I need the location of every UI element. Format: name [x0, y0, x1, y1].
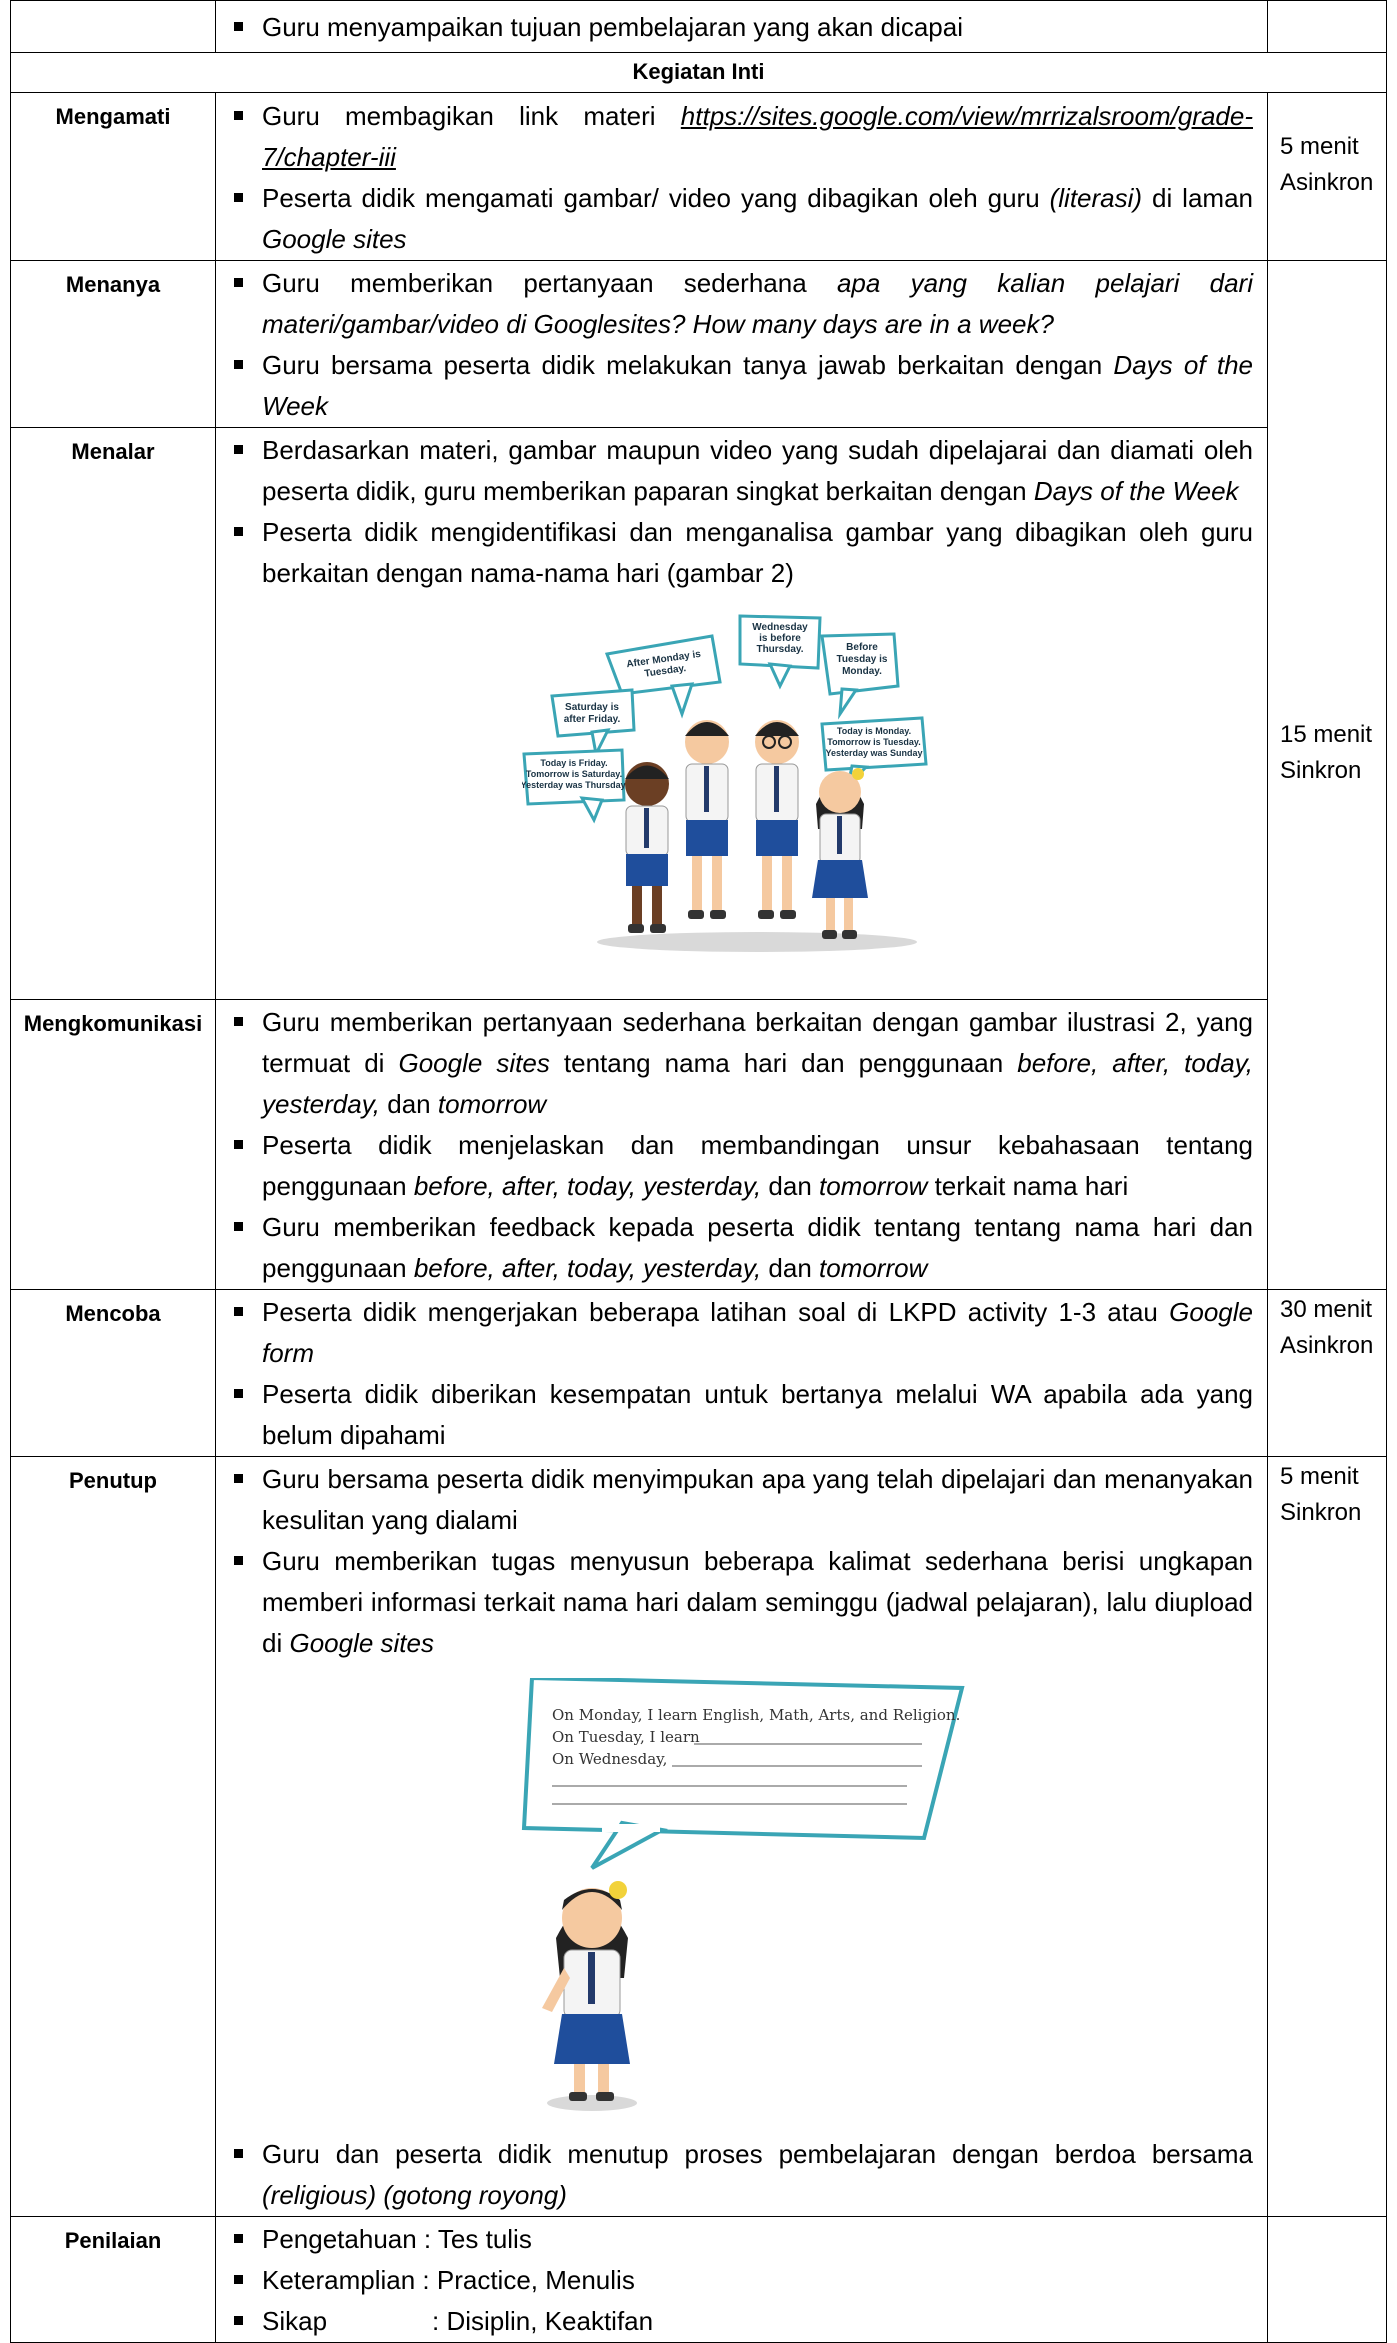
row-menalar: Menalar Berdasarkan materi, gambar maupu…	[10, 427, 1387, 1000]
row-mengamati: Mengamati Guru membagikan link materi ht…	[10, 92, 1387, 261]
student-3	[754, 720, 799, 919]
row-penutup: Penutup Guru bersama peserta didik menyi…	[10, 1456, 1387, 2217]
student-4	[811, 768, 868, 939]
content-mengkomunikasi: Guru memberikan pertanyaan sederhana ber…	[215, 999, 1268, 1290]
time-sinkron: 15 menit Sinkron	[1267, 260, 1387, 1290]
penutup-item-3: Guru dan peserta didik menutup proses pe…	[230, 2134, 1253, 2216]
girl-student	[541, 1881, 630, 2101]
phase-label-mengamati: Mengamati	[10, 92, 216, 261]
content-mengamati: Guru membagikan link materi https://site…	[215, 92, 1268, 261]
bubble-today-friday: Today is Friday.Tomorrow is Saturday.Yes…	[522, 748, 627, 824]
row-penilaian: Penilaian Pengetahuan : Tes tulis Ketera…	[10, 2216, 1387, 2343]
activity-table: Guru menyampaikan tujuan pembelajaran ya…	[10, 0, 1387, 2343]
menanya-item-2: Guru bersama peserta didik melakukan tan…	[230, 345, 1253, 427]
note-line-2: On Tuesday, I learn	[552, 1728, 700, 1746]
schedule-note-bubble: On Monday, I learn English, Math, Arts, …	[521, 1678, 965, 1870]
penilaian-item-2: Keteramplian : Practice, Menulis	[230, 2260, 1253, 2301]
time-penutup: 5 menit Sinkron	[1267, 1456, 1387, 2217]
materi-link[interactable]: https://sites.google.com/view/mrrizalsro…	[262, 101, 1253, 172]
time-penilaian	[1267, 2216, 1387, 2343]
mengamati-item-1: Guru membagikan link materi https://site…	[230, 96, 1253, 178]
intro-content-cell: Guru menyampaikan tujuan pembelajaran ya…	[215, 0, 1268, 53]
phase-label-penutup: Penutup	[10, 1456, 216, 2217]
menalar-item-2: Peserta didik mengidentifikasi dan menga…	[230, 512, 1253, 594]
menalar-item-1: Berdasarkan materi, gambar maupun video …	[230, 430, 1253, 512]
lesson-plan-document: Guru menyampaikan tujuan pembelajaran ya…	[10, 0, 1387, 2343]
note-line-3: On Wednesday,	[552, 1750, 667, 1768]
mengkomunikasi-item-1: Guru memberikan pertanyaan sederhana ber…	[230, 1002, 1253, 1125]
svg-text:Today is Friday.Tomorrow is Sa: Today is Friday.Tomorrow is Saturday.Yes…	[522, 758, 627, 790]
row-mencoba: Mencoba Peserta didik mengerjakan bebera…	[10, 1289, 1387, 1457]
penilaian-item-1: Pengetahuan : Tes tulis	[230, 2219, 1253, 2260]
girl-with-note-illustration: On Monday, I learn English, Math, Arts, …	[521, 1678, 965, 2111]
content-penutup: Guru bersama peserta didik menyimpukan a…	[215, 1456, 1268, 2217]
mengkomunikasi-item-2: Peserta didik menjelaskan dan membanding…	[230, 1125, 1253, 1207]
phase-label-menanya: Menanya	[10, 260, 216, 428]
phase-label-mencoba: Mencoba	[10, 1289, 216, 1457]
intro-phase-cell	[10, 0, 216, 53]
student-2	[684, 720, 729, 919]
student-1	[624, 762, 669, 933]
note-line-1: On Monday, I learn English, Math, Arts, …	[552, 1706, 960, 1724]
intro-time-cell	[1267, 0, 1387, 53]
menanya-item-1: Guru memberikan pertanyaan sederhana apa…	[230, 263, 1253, 345]
content-penilaian: Pengetahuan : Tes tulis Keteramplian : P…	[215, 2216, 1268, 2343]
svg-text:Today is Monday.Tomorrow is Tu: Today is Monday.Tomorrow is Tuesday.Yest…	[825, 726, 922, 758]
row-menanya: Menanya Guru memberikan pertanyaan seder…	[10, 260, 1387, 1290]
row-mengkomunikasi: Mengkomunikasi Guru memberikan pertanyaa…	[10, 999, 1387, 1290]
penutup-item-2: Guru memberikan tugas menyusun beberapa …	[230, 1541, 1253, 1664]
mengkomunikasi-item-3: Guru memberikan feedback kepada peserta …	[230, 1207, 1253, 1289]
mencoba-item-2: Peserta didik diberikan kesempatan untuk…	[230, 1374, 1253, 1456]
intro-item: Guru menyampaikan tujuan pembelajaran ya…	[230, 7, 1253, 48]
content-menanya: Guru memberikan pertanyaan sederhana apa…	[215, 260, 1268, 428]
intro-row: Guru menyampaikan tujuan pembelajaran ya…	[10, 0, 1387, 53]
mencoba-item-1: Peserta didik mengerjakan beberapa latih…	[230, 1292, 1253, 1374]
bubble-after-monday: After Monday isTuesday.	[604, 634, 722, 719]
phase-label-penilaian: Penilaian	[10, 2216, 216, 2343]
content-menalar: Berdasarkan materi, gambar maupun video …	[215, 427, 1268, 1000]
section-title: Kegiatan Inti	[10, 52, 1387, 93]
time-mengamati: 5 menit Asinkron	[1267, 92, 1387, 261]
phase-label-menalar: Menalar	[10, 427, 216, 1000]
penilaian-item-3: Sikap: Disiplin, Keaktifan	[230, 2301, 1253, 2342]
time-mencoba: 30 menit Asinkron	[1267, 1289, 1387, 1457]
penutup-item-1: Guru bersama peserta didik menyimpukan a…	[230, 1459, 1253, 1541]
phase-label-mengkomunikasi: Mengkomunikasi	[10, 999, 216, 1290]
mengamati-item-2: Peserta didik mengamati gambar/ video ya…	[230, 178, 1253, 260]
content-mencoba: Peserta didik mengerjakan beberapa latih…	[215, 1289, 1268, 1457]
